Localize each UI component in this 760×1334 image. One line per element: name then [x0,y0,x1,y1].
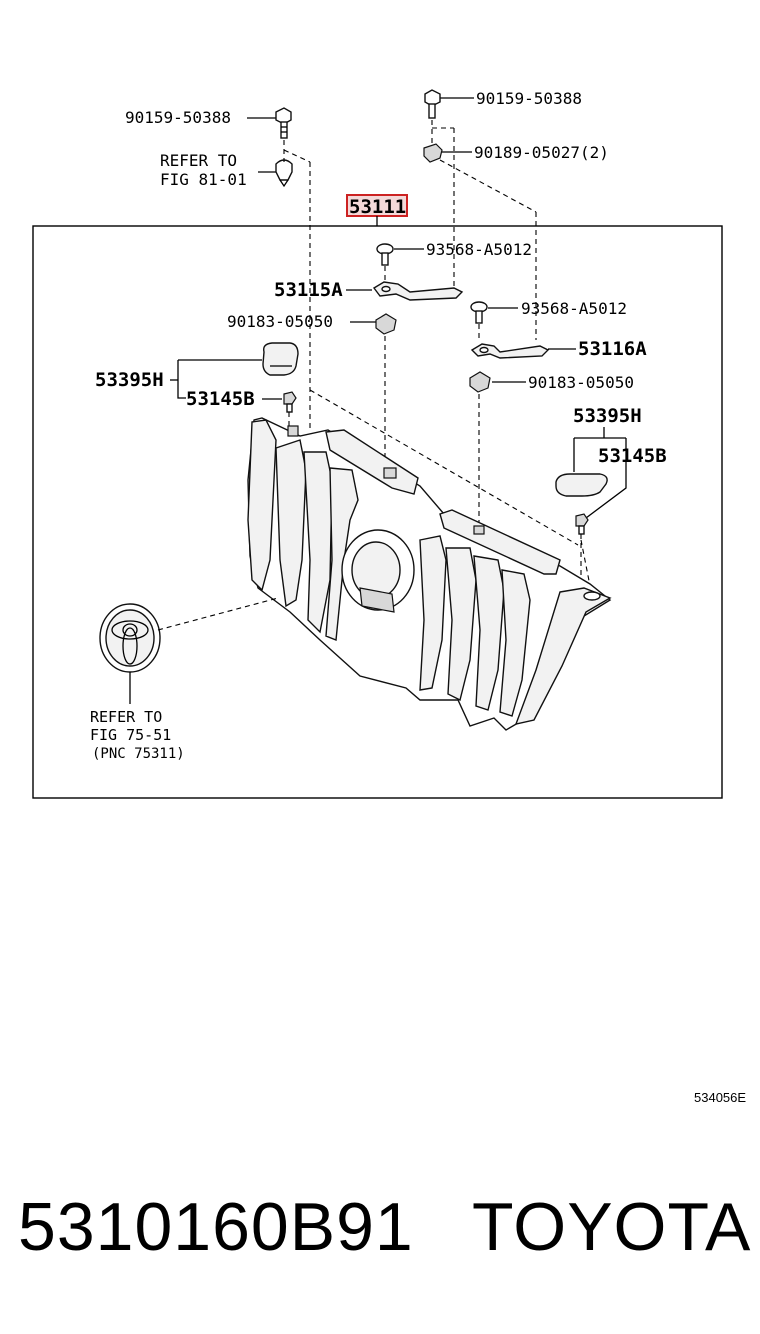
label-screw-right: 93568-A5012 [521,299,627,318]
label-refer-75-line1: REFER TO [90,708,162,726]
clip-refer-81-icon [275,159,293,188]
label-refer-75-line3: (PNC 75311) [92,746,185,762]
bolt-top-left-icon [275,107,292,139]
label-nut-top-right: 90189-05027(2) [474,143,609,162]
cover-left-icon [262,342,299,376]
radiator-grille-icon [247,417,612,731]
label-bolt-top-left: 90159-50388 [125,108,231,127]
toyota-emblem-icon [99,603,161,673]
label-screw-upper: 93568-A5012 [426,240,532,259]
nut-top-right-icon [423,143,443,163]
label-nut-right: 90183-05050 [528,373,634,392]
cover-right-icon [555,473,608,497]
bolt-top-right-icon [424,89,441,119]
figure-code: 534056E [694,1090,747,1105]
label-refer-75-line2: FIG 75-51 [90,726,171,744]
highlighted-part-label[interactable]: 53111 [349,196,406,218]
bracket-left-icon [372,281,464,301]
clip-right-icon [575,513,589,535]
label-cover-left: 53395H [95,369,164,391]
label-refer-81-line2: FIG 81-01 [160,170,247,189]
screw-right-icon [470,301,488,324]
bracket-right-icon [470,343,550,359]
nut-right-icon [469,371,491,393]
label-clip-left: 53145B [186,388,255,410]
brand-name: TOYOTA [472,1189,752,1265]
label-cover-right: 53395H [573,405,642,427]
label-bracket-right: 53116A [578,338,647,360]
label-nut-left: 90183-05050 [227,312,333,331]
label-bolt-top-right: 90159-50388 [476,89,582,108]
label-refer-81-line1: REFER TO [160,151,237,170]
clip-left-icon [283,391,297,413]
label-clip-right: 53145B [598,445,667,467]
label-bracket-left: 53115A [274,279,343,301]
nut-left-icon [375,313,397,335]
screw-upper-icon [376,243,394,266]
part-number: 5310160B91 [18,1189,414,1265]
